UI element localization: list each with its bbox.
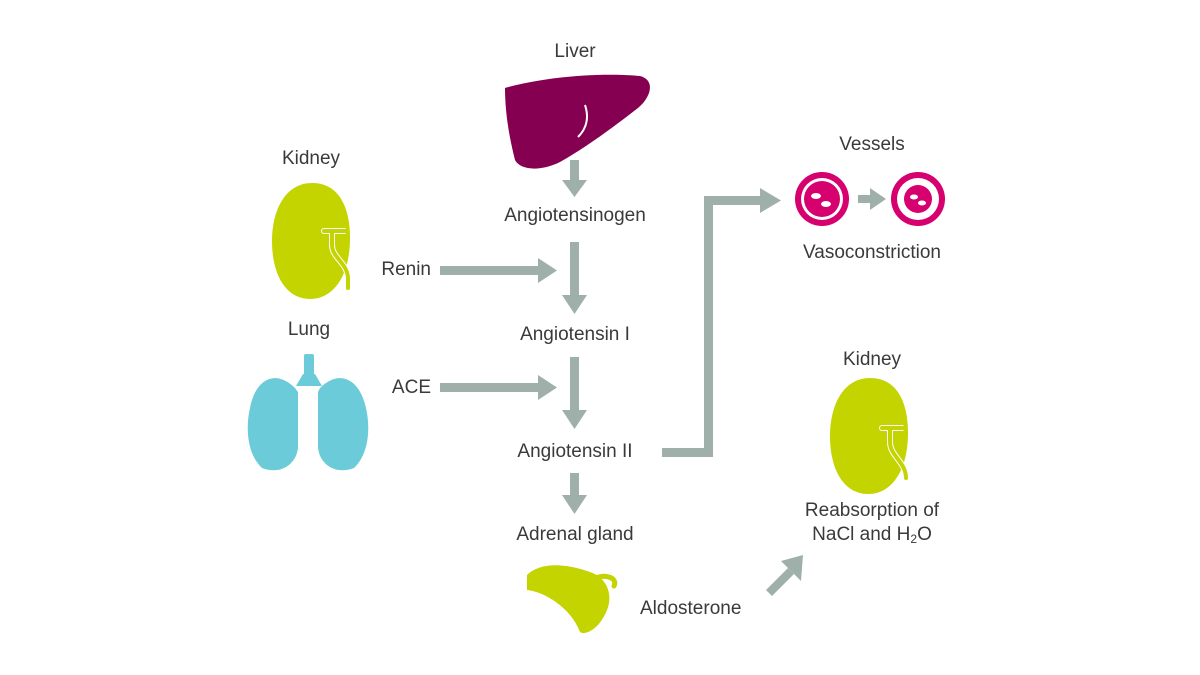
arrow-renin	[440, 258, 557, 283]
angiotensin-2-label: Angiotensin II	[517, 441, 633, 462]
aldosterone-label: Aldosterone	[640, 598, 742, 619]
lung-label: Lung	[287, 319, 331, 340]
blood-vessel-icon	[795, 172, 849, 226]
arrow-angiotensin-2-to-adrenal	[562, 473, 587, 514]
kidney-icon	[830, 378, 909, 494]
adrenal-gland-icon	[527, 565, 618, 634]
renin-label: Renin	[381, 259, 431, 280]
angiotensinogen-label: Angiotensinogen	[504, 205, 646, 226]
vessels-label: Vessels	[839, 134, 905, 155]
kidney-right-label: Kidney	[842, 349, 902, 370]
kidney-icon	[272, 183, 351, 299]
arrow-angiotensin-2-to-vessels	[662, 188, 781, 457]
arrow-angiotensin-1-to-angiotensin-2	[562, 357, 587, 429]
ace-label: ACE	[391, 377, 431, 398]
adrenal-gland-label: Adrenal gland	[516, 524, 634, 545]
arrow-ace	[440, 375, 557, 400]
arrows	[440, 160, 886, 596]
liver-label: Liver	[554, 41, 596, 62]
liver-icon	[505, 74, 650, 169]
reabsorption-label-line2: NaCl and H2O	[812, 524, 932, 546]
constricted-vessel-icon	[891, 172, 945, 226]
vasoconstriction-label: Vasoconstriction	[803, 242, 941, 263]
lungs-icon	[247, 354, 369, 471]
arrow-angiotensinogen-to-angiotensin-1	[562, 242, 587, 314]
kidney-left-label: Kidney	[281, 148, 341, 169]
angiotensin-1-label: Angiotensin I	[520, 324, 630, 345]
reabsorption-label-line1: Reabsorption of	[804, 500, 940, 521]
arrow-liver-to-angiotensinogen	[562, 160, 587, 197]
arrow-aldosterone-to-kidney	[766, 555, 803, 596]
arrow-vessel-wide-to-narrow	[858, 188, 886, 210]
